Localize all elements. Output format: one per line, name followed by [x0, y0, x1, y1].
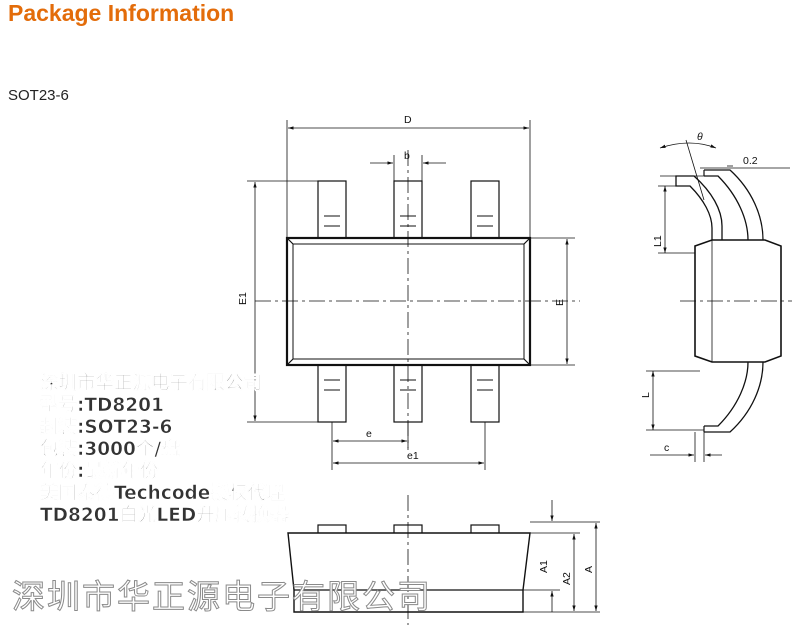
package-body [285, 236, 532, 367]
label-e: e [366, 428, 372, 440]
watermark-line: TD8201白光LED升压转换器 [40, 505, 289, 527]
label-e-vertical: E [554, 299, 566, 306]
label-0-2: 0.2 [743, 155, 758, 167]
lead-top-3 [470, 180, 500, 239]
label-a1: A1 [538, 560, 550, 573]
lead-top-1 [317, 180, 347, 239]
top-view [247, 120, 580, 470]
dimension-labels: D b E1 E e e1 θ 0.2 L1 L c A1 A2 A [237, 114, 758, 585]
watermark-text-block: 深圳市华正源电子有限公司 型号:TD8201 封装:SOT23-6 包装:300… [40, 373, 289, 527]
lead-bottom-1 [317, 364, 347, 423]
watermark-line: 封装:SOT23-6 [40, 417, 173, 439]
watermark-outline: 深圳市华正源电子有限公司 [12, 577, 432, 617]
watermark-line: 年份:最新年份 [40, 461, 159, 483]
lead-bottom-3 [470, 364, 500, 423]
label-c: c [664, 442, 669, 454]
page-title: Package Information [8, 0, 235, 26]
front-view [287, 495, 600, 625]
label-theta: θ [697, 131, 703, 143]
label-e1-vertical: E1 [237, 292, 249, 305]
label-l: L [640, 392, 652, 398]
label-a2: A2 [561, 572, 573, 585]
side-view [646, 139, 792, 462]
watermark-line: 深圳市华正源电子有限公司 [40, 373, 263, 395]
label-l1: L1 [652, 235, 664, 247]
watermark-line: 美国泰德Techcode授权代理 [40, 483, 285, 505]
label-a: A [583, 566, 595, 573]
label-e1: e1 [407, 450, 419, 462]
watermark-line: 型号:TD8201 [40, 395, 164, 417]
label-d: D [404, 114, 412, 126]
watermark-line: 包装:3000个/盘 [40, 439, 180, 461]
label-b: b [404, 150, 410, 162]
package-name: SOT23-6 [8, 87, 69, 104]
